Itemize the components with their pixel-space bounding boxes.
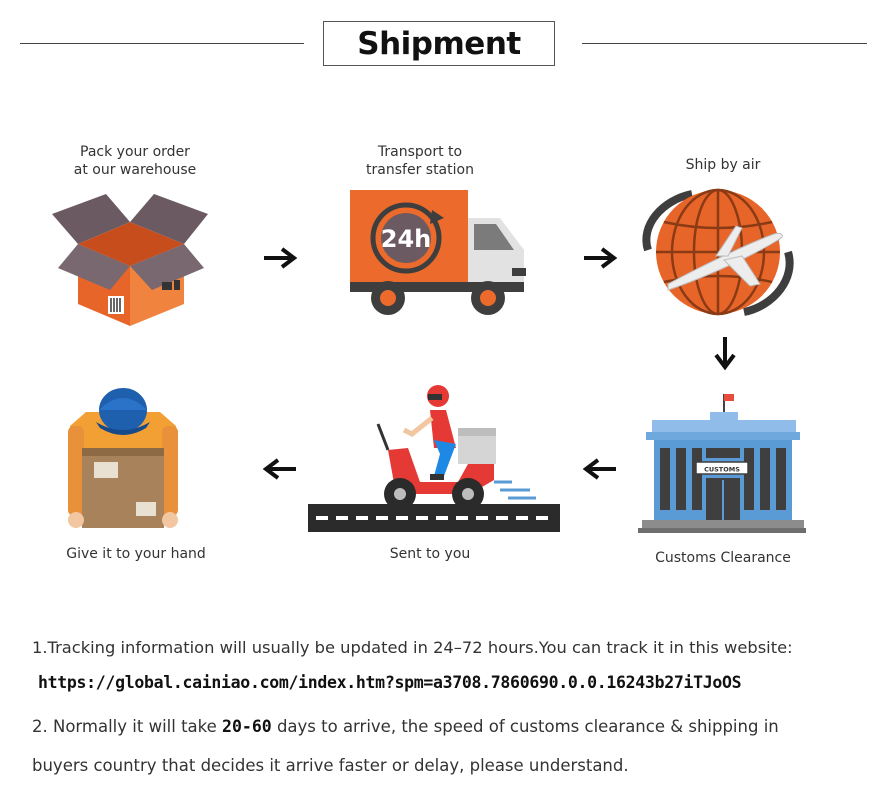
arrow-left-icon [582, 458, 616, 480]
truck-badge: 24h [381, 225, 431, 253]
globe-plane-icon [642, 188, 794, 316]
delivery-time-post: days to arrive, the speed of customs cle… [271, 717, 779, 736]
step-pack-line1: Pack your order [80, 144, 190, 160]
header-rule-right [582, 43, 867, 44]
step-transport-line2: transfer station [366, 162, 474, 178]
delivery-time-pre: 2. Normally it will take [32, 717, 223, 736]
tracking-note: 1.Tracking information will usually be u… [32, 638, 793, 657]
delivery-days: 20-60 [222, 717, 272, 736]
step-transport-caption: Transport to transfer station [340, 143, 500, 179]
step-air-caption: Ship by air [685, 157, 761, 173]
header-rule-left [20, 43, 304, 44]
page-title: Shipment [323, 21, 555, 66]
step-customs-caption: Customs Clearance [655, 550, 791, 566]
arrow-right-icon [264, 247, 298, 269]
delivery-scooter-icon [308, 385, 560, 532]
arrow-right-icon [584, 247, 618, 269]
delivery-time-note-line2: buyers country that decides it arrive fa… [32, 756, 629, 775]
truck-icon: 24h [350, 190, 526, 315]
customs-sign: CUSTOMS [704, 466, 740, 474]
courier-holding-box-icon [68, 388, 178, 528]
step-sent-caption: Sent to you [389, 546, 471, 562]
box-icon [52, 194, 208, 326]
step-hand-caption: Give it to your hand [66, 546, 206, 562]
delivery-time-note: 2. Normally it will take 20-60 days to a… [32, 717, 779, 736]
tracking-url-link[interactable]: https://global.cainiao.com/index.htm?spm… [38, 673, 742, 692]
step-pack-line2: at our warehouse [73, 162, 197, 178]
customs-building-icon: CUSTOMS [638, 394, 806, 533]
arrow-down-icon [714, 337, 736, 371]
step-pack-caption: Pack your order at our warehouse [55, 143, 215, 179]
arrow-left-icon [262, 458, 296, 480]
step-transport-line1: Transport to [377, 144, 463, 160]
